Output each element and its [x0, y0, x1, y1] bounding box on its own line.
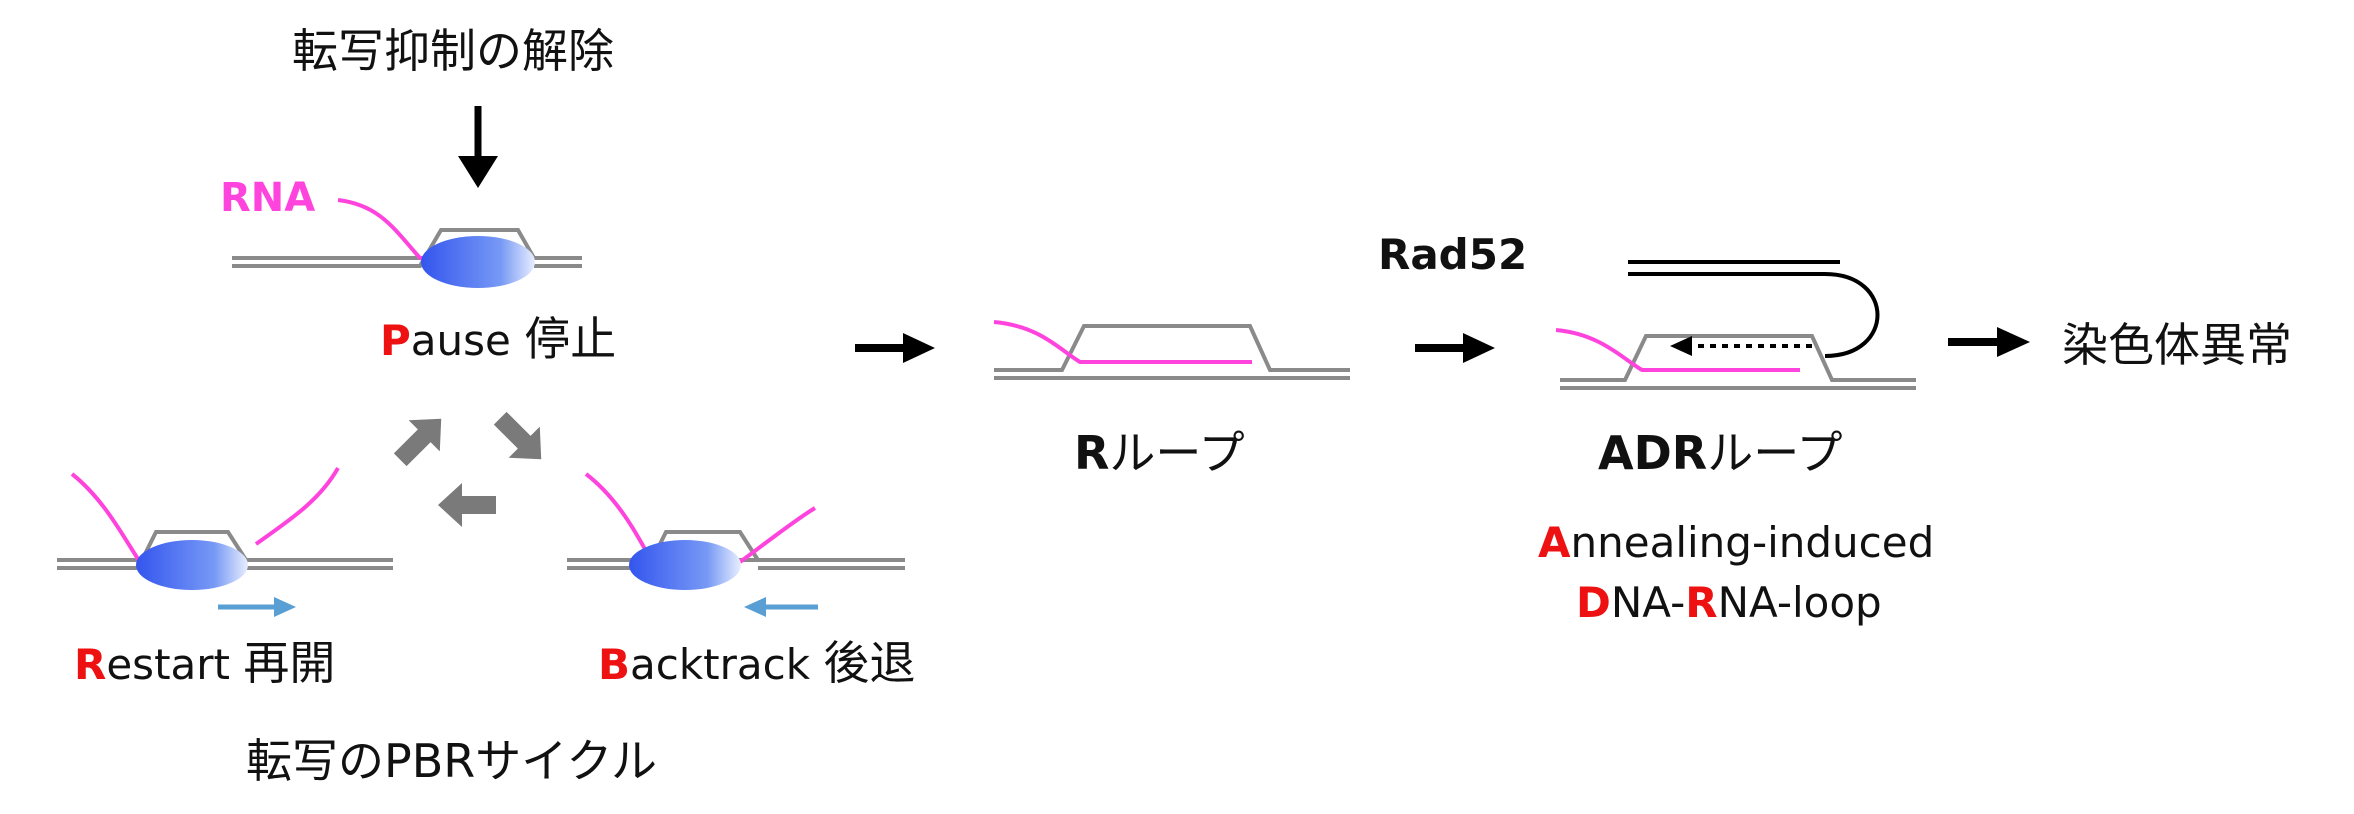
- r-loop-bold: R: [1074, 426, 1110, 480]
- pause-initial: P: [380, 316, 411, 365]
- adr-d-initial: D: [1576, 578, 1611, 627]
- cycle-arrows: [393, 411, 542, 527]
- adr-loop-rest: ループ: [1707, 426, 1843, 480]
- rad52-label: Rad52: [1378, 230, 1528, 279]
- restart-label: Restart 再開: [74, 640, 335, 686]
- restart-complex: [57, 467, 393, 617]
- forward-arrow: [218, 597, 296, 617]
- flow-arrow-3: [1948, 327, 2030, 357]
- adr-expansion-line2: DNA-RNA-loop: [1576, 582, 1882, 624]
- cycle-arrow-down-right: [493, 411, 542, 460]
- r-loop-structure: [993, 320, 1350, 380]
- backtrack-rest: acktrack: [630, 640, 811, 689]
- r-loop-label: Rループ: [1074, 430, 1245, 476]
- backtrack-label: Backtrack 後退: [598, 640, 915, 686]
- pause-complex: [232, 198, 582, 288]
- release-title: 転写抑制の解除: [292, 24, 614, 78]
- adr-a-initial: A: [1538, 518, 1571, 567]
- release-down-arrow: [458, 106, 498, 188]
- adr-line2-rest: NA-loop: [1717, 578, 1882, 627]
- adr-loop-structure: [1555, 260, 1916, 390]
- adr-loop-bold: ADR: [1598, 426, 1708, 480]
- adr-line2-mid: NA-: [1610, 578, 1686, 627]
- rna-label: RNA: [220, 175, 316, 221]
- r-loop-rest: ループ: [1109, 426, 1245, 480]
- backtrack-initial: B: [598, 640, 631, 689]
- cycle-caption: 転写のPBRサイクル: [246, 734, 657, 788]
- cycle-arrow-left: [438, 483, 496, 527]
- backward-arrow: [744, 597, 818, 617]
- outcome-label: 染色体異常: [2062, 318, 2292, 372]
- adr-expansion-line1: Annealing-induced: [1538, 522, 1934, 564]
- pause-jp: 停止: [524, 312, 617, 366]
- pause-label: Pause 停止: [380, 316, 616, 362]
- polymerase: [421, 236, 535, 288]
- adr-line1-rest: nnealing-induced: [1570, 518, 1935, 567]
- adr-loop-label: ADRループ: [1598, 430, 1842, 476]
- flow-arrow-2: [1415, 333, 1495, 363]
- backtrack-complex: [567, 472, 905, 617]
- restart-rest: estart: [106, 640, 231, 689]
- restart-jp: 再開: [243, 636, 336, 690]
- flow-arrow-1: [855, 333, 935, 363]
- backtrack-jp: 後退: [823, 636, 916, 690]
- adr-r-initial: R: [1685, 578, 1718, 627]
- restart-initial: R: [74, 640, 107, 689]
- pause-rest: ause: [410, 316, 511, 365]
- cycle-arrow-up-right: [393, 418, 442, 467]
